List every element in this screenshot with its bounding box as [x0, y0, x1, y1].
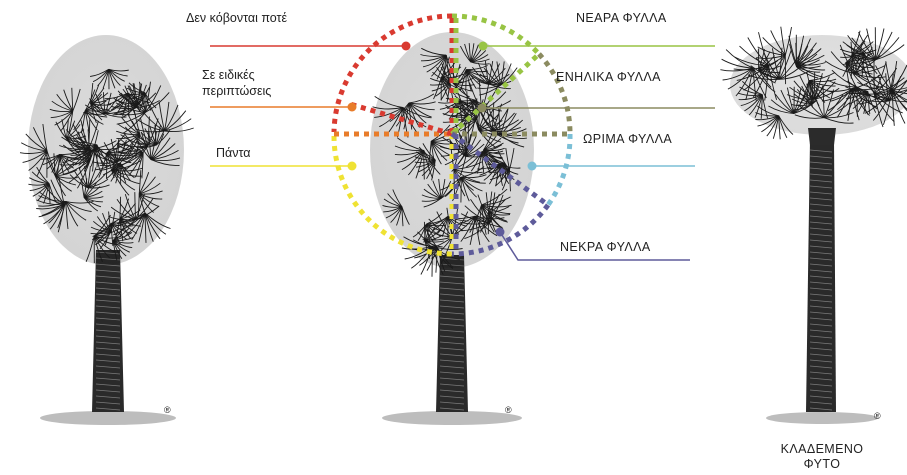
dot-adult — [478, 104, 487, 113]
dot-never — [402, 42, 411, 51]
label-dead-leaves: ΝΕΚΡΑ ΦΥΛΛΑ — [560, 240, 651, 254]
label-special-line1: Σε ειδικές — [202, 68, 255, 82]
ground-right — [766, 412, 878, 424]
ground-center — [382, 411, 522, 425]
label-pruned-plant: ΚΛΑΔΕΜΕΝΟ ΦΥΤΟ — [772, 442, 872, 472]
label-never: Δεν κόβονται ποτέ — [186, 11, 287, 25]
dot-dead — [496, 228, 505, 237]
label-pruned-line1: ΚΛΑΔΕΜΕΝΟ — [772, 442, 872, 457]
label-mature-leaves: ΩΡΙΜΑ ΦΥΛΛΑ — [583, 132, 672, 146]
palm-right — [720, 27, 907, 145]
label-always: Πάντα — [216, 146, 251, 160]
dot-always — [348, 162, 357, 171]
label-adult-leaves: ΕΝΗΛΙΚΑ ΦΥΛΛΑ — [556, 70, 661, 84]
pruning-circle — [334, 16, 570, 254]
palm-left — [20, 35, 194, 265]
arc-mature — [548, 134, 570, 205]
dot-young — [479, 42, 488, 51]
label-pruned-line2: ΦΥΤΟ — [772, 457, 872, 472]
label-young-leaves: ΝΕΑΡΑ ΦΥΛΛΑ — [576, 11, 667, 25]
trademark-right: ® — [874, 411, 881, 421]
trademark-left: ® — [164, 405, 171, 415]
trademark-center: ® — [505, 405, 512, 415]
trunk-center — [436, 255, 468, 412]
boot-stubs — [808, 128, 836, 145]
arc-adult — [539, 54, 570, 132]
label-special-line2: περιπτώσεις — [202, 84, 271, 98]
dot-mature — [528, 162, 537, 171]
dot-special — [348, 103, 357, 112]
ground-left — [40, 411, 176, 425]
